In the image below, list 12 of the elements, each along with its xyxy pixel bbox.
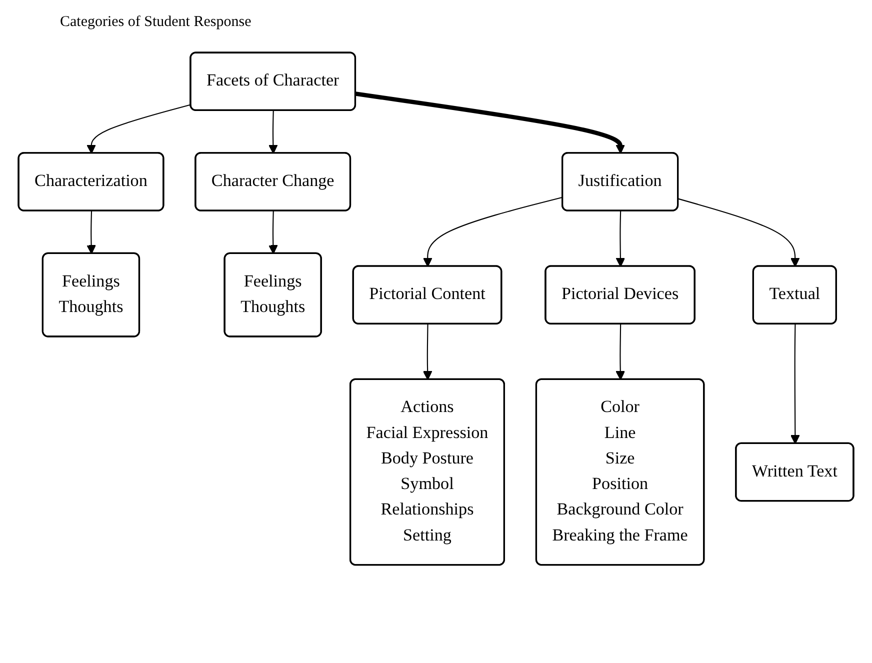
arrow — [268, 211, 278, 254]
arrow — [616, 211, 626, 267]
arrow — [86, 104, 192, 154]
arrow — [422, 196, 563, 267]
arrow — [268, 110, 278, 154]
arrow — [422, 324, 432, 380]
diagram-title: Categories of Student Response — [60, 14, 252, 31]
arrow — [355, 92, 626, 154]
arrow — [790, 324, 800, 444]
arrow — [678, 198, 800, 267]
arrow — [86, 211, 96, 254]
arrow — [616, 324, 626, 380]
